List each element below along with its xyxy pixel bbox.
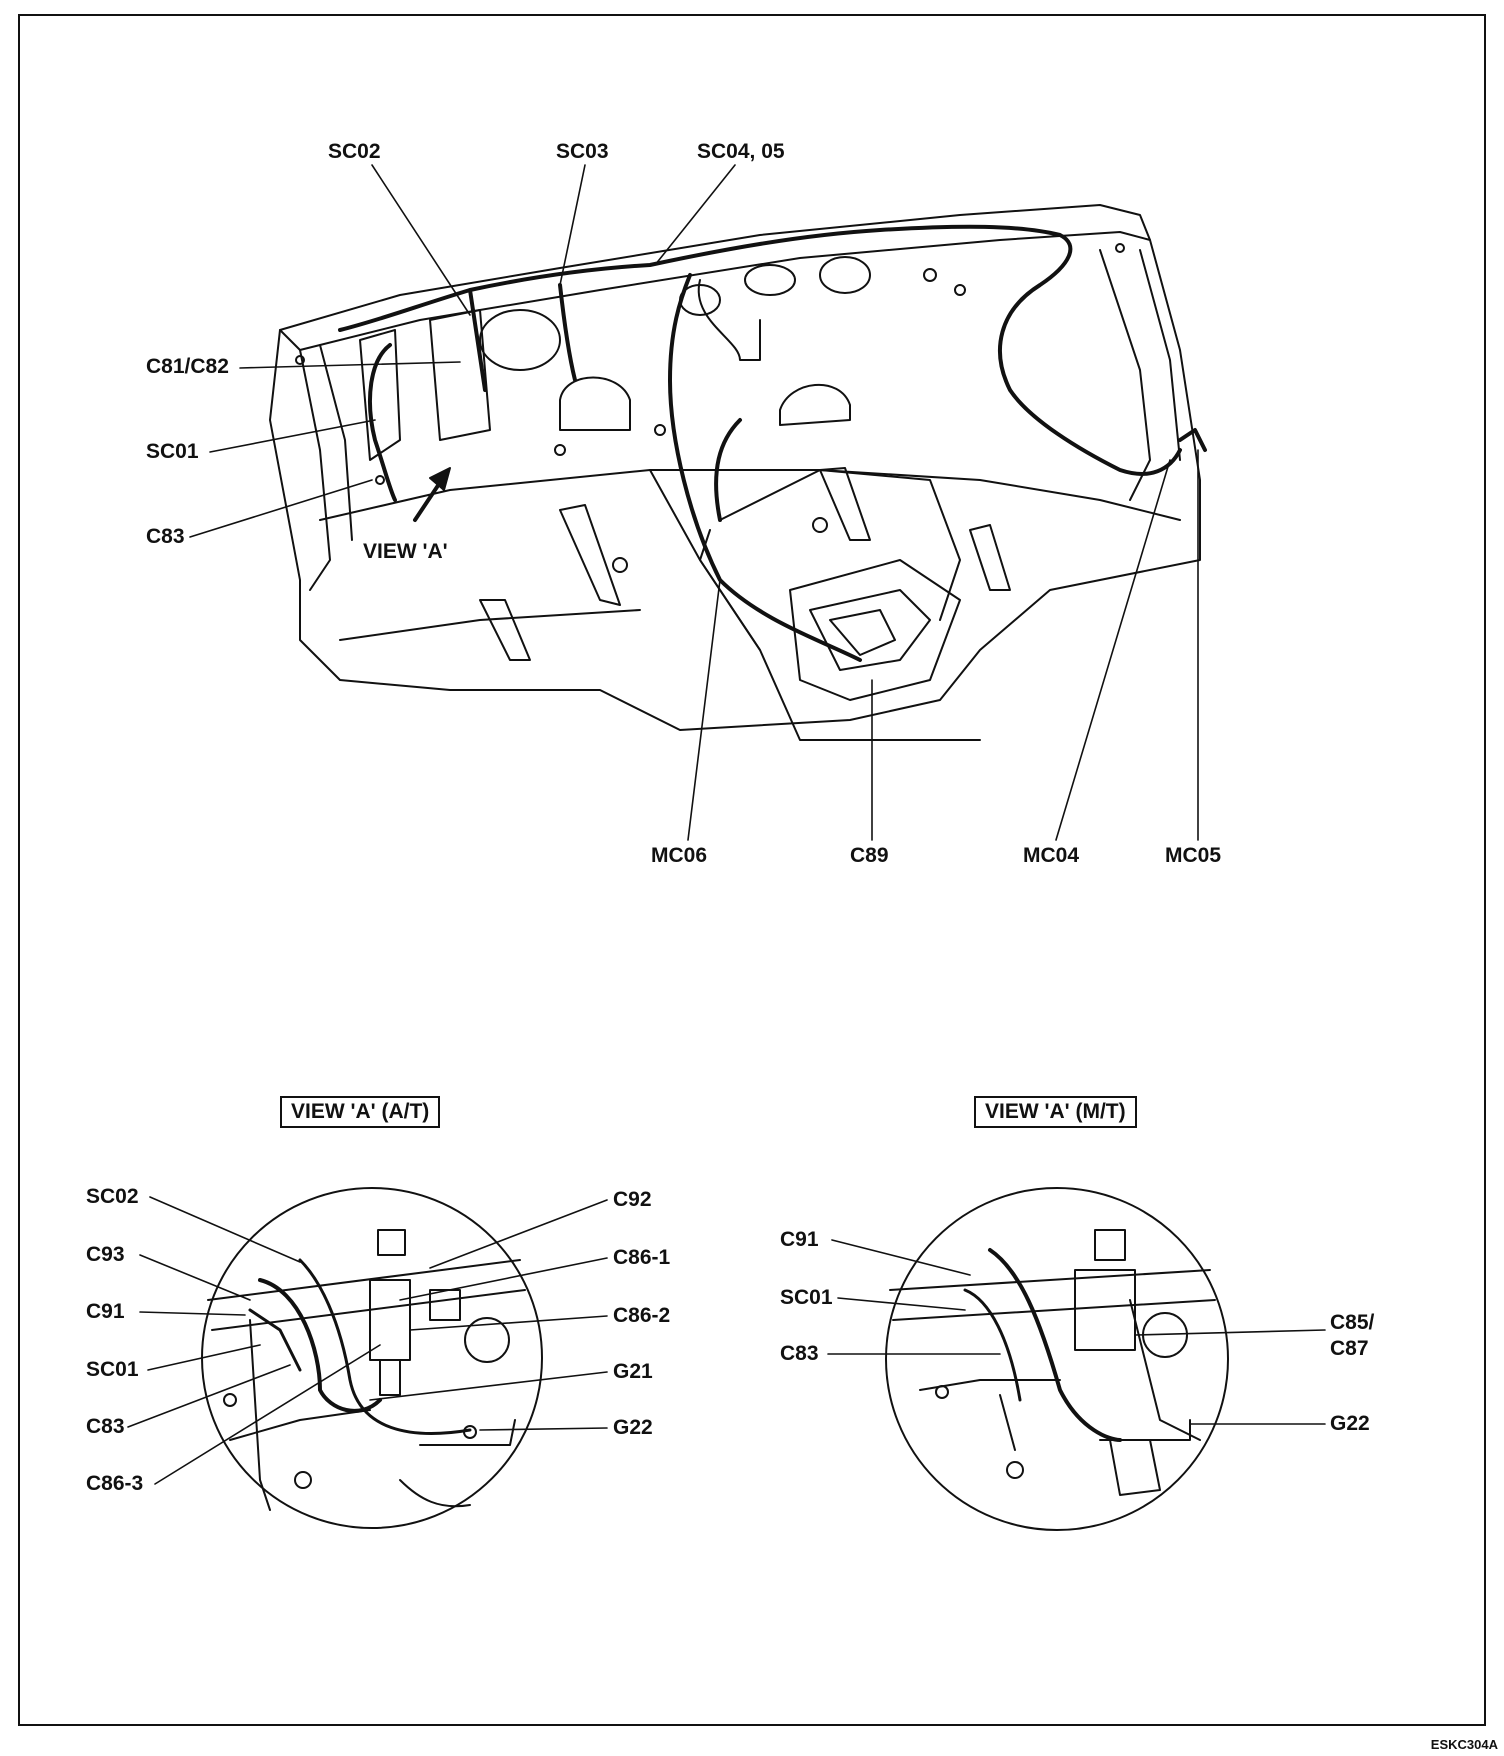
label-mt-c83: C83 bbox=[780, 1342, 819, 1365]
label-at-c93: C93 bbox=[86, 1243, 125, 1266]
label-at-sc01: SC01 bbox=[86, 1358, 139, 1381]
view-a-arrow bbox=[413, 467, 451, 522]
label-mt-c91: C91 bbox=[780, 1228, 819, 1251]
main-view-panel bbox=[269, 204, 1201, 741]
label-sc03: SC03 bbox=[556, 140, 609, 163]
detail-at-leader-lines bbox=[127, 1196, 608, 1485]
label-mc05: MC05 bbox=[1165, 844, 1222, 867]
label-mc06: MC06 bbox=[651, 844, 708, 867]
label-sc02: SC02 bbox=[328, 140, 381, 163]
label-mt-c85-c87-line1: C85/ bbox=[1330, 1311, 1375, 1334]
label-at-sc02: SC02 bbox=[86, 1185, 139, 1208]
detail-at-circle bbox=[201, 1187, 543, 1529]
label-at-c92: C92 bbox=[613, 1188, 652, 1211]
label-sc04-05: SC04, 05 bbox=[697, 140, 785, 163]
label-at-g22: G22 bbox=[613, 1416, 653, 1439]
label-mc04: MC04 bbox=[1023, 844, 1080, 867]
figure-code: ESKC304A bbox=[1430, 1737, 1498, 1752]
label-at-c91: C91 bbox=[86, 1300, 125, 1323]
label-at-g21: G21 bbox=[613, 1360, 653, 1383]
detail-mt-circle bbox=[885, 1187, 1229, 1531]
label-mt-c85-c87-line2: C87 bbox=[1330, 1337, 1369, 1360]
detail-mt-title: VIEW 'A' (M/T) bbox=[974, 1096, 1137, 1128]
detail-at-title: VIEW 'A' (A/T) bbox=[280, 1096, 441, 1128]
detail-mt-leader-lines bbox=[827, 1239, 1326, 1425]
label-at-c86-2: C86-2 bbox=[613, 1304, 671, 1327]
label-c89: C89 bbox=[850, 844, 889, 867]
label-at-c86-3: C86-3 bbox=[86, 1472, 144, 1495]
label-c81-c82: C81/C82 bbox=[146, 355, 229, 378]
label-mt-g22: G22 bbox=[1330, 1412, 1370, 1435]
label-sc01: SC01 bbox=[146, 440, 199, 463]
label-c83: C83 bbox=[146, 525, 185, 548]
label-mt-sc01: SC01 bbox=[780, 1286, 833, 1309]
main-view-leader-lines bbox=[189, 164, 1199, 841]
label-at-c86-1: C86-1 bbox=[613, 1246, 671, 1269]
label-view-a: VIEW 'A' bbox=[363, 540, 448, 563]
diagram-frame bbox=[18, 14, 1486, 1726]
label-at-c83: C83 bbox=[86, 1415, 125, 1438]
main-view-harness bbox=[338, 224, 1207, 662]
